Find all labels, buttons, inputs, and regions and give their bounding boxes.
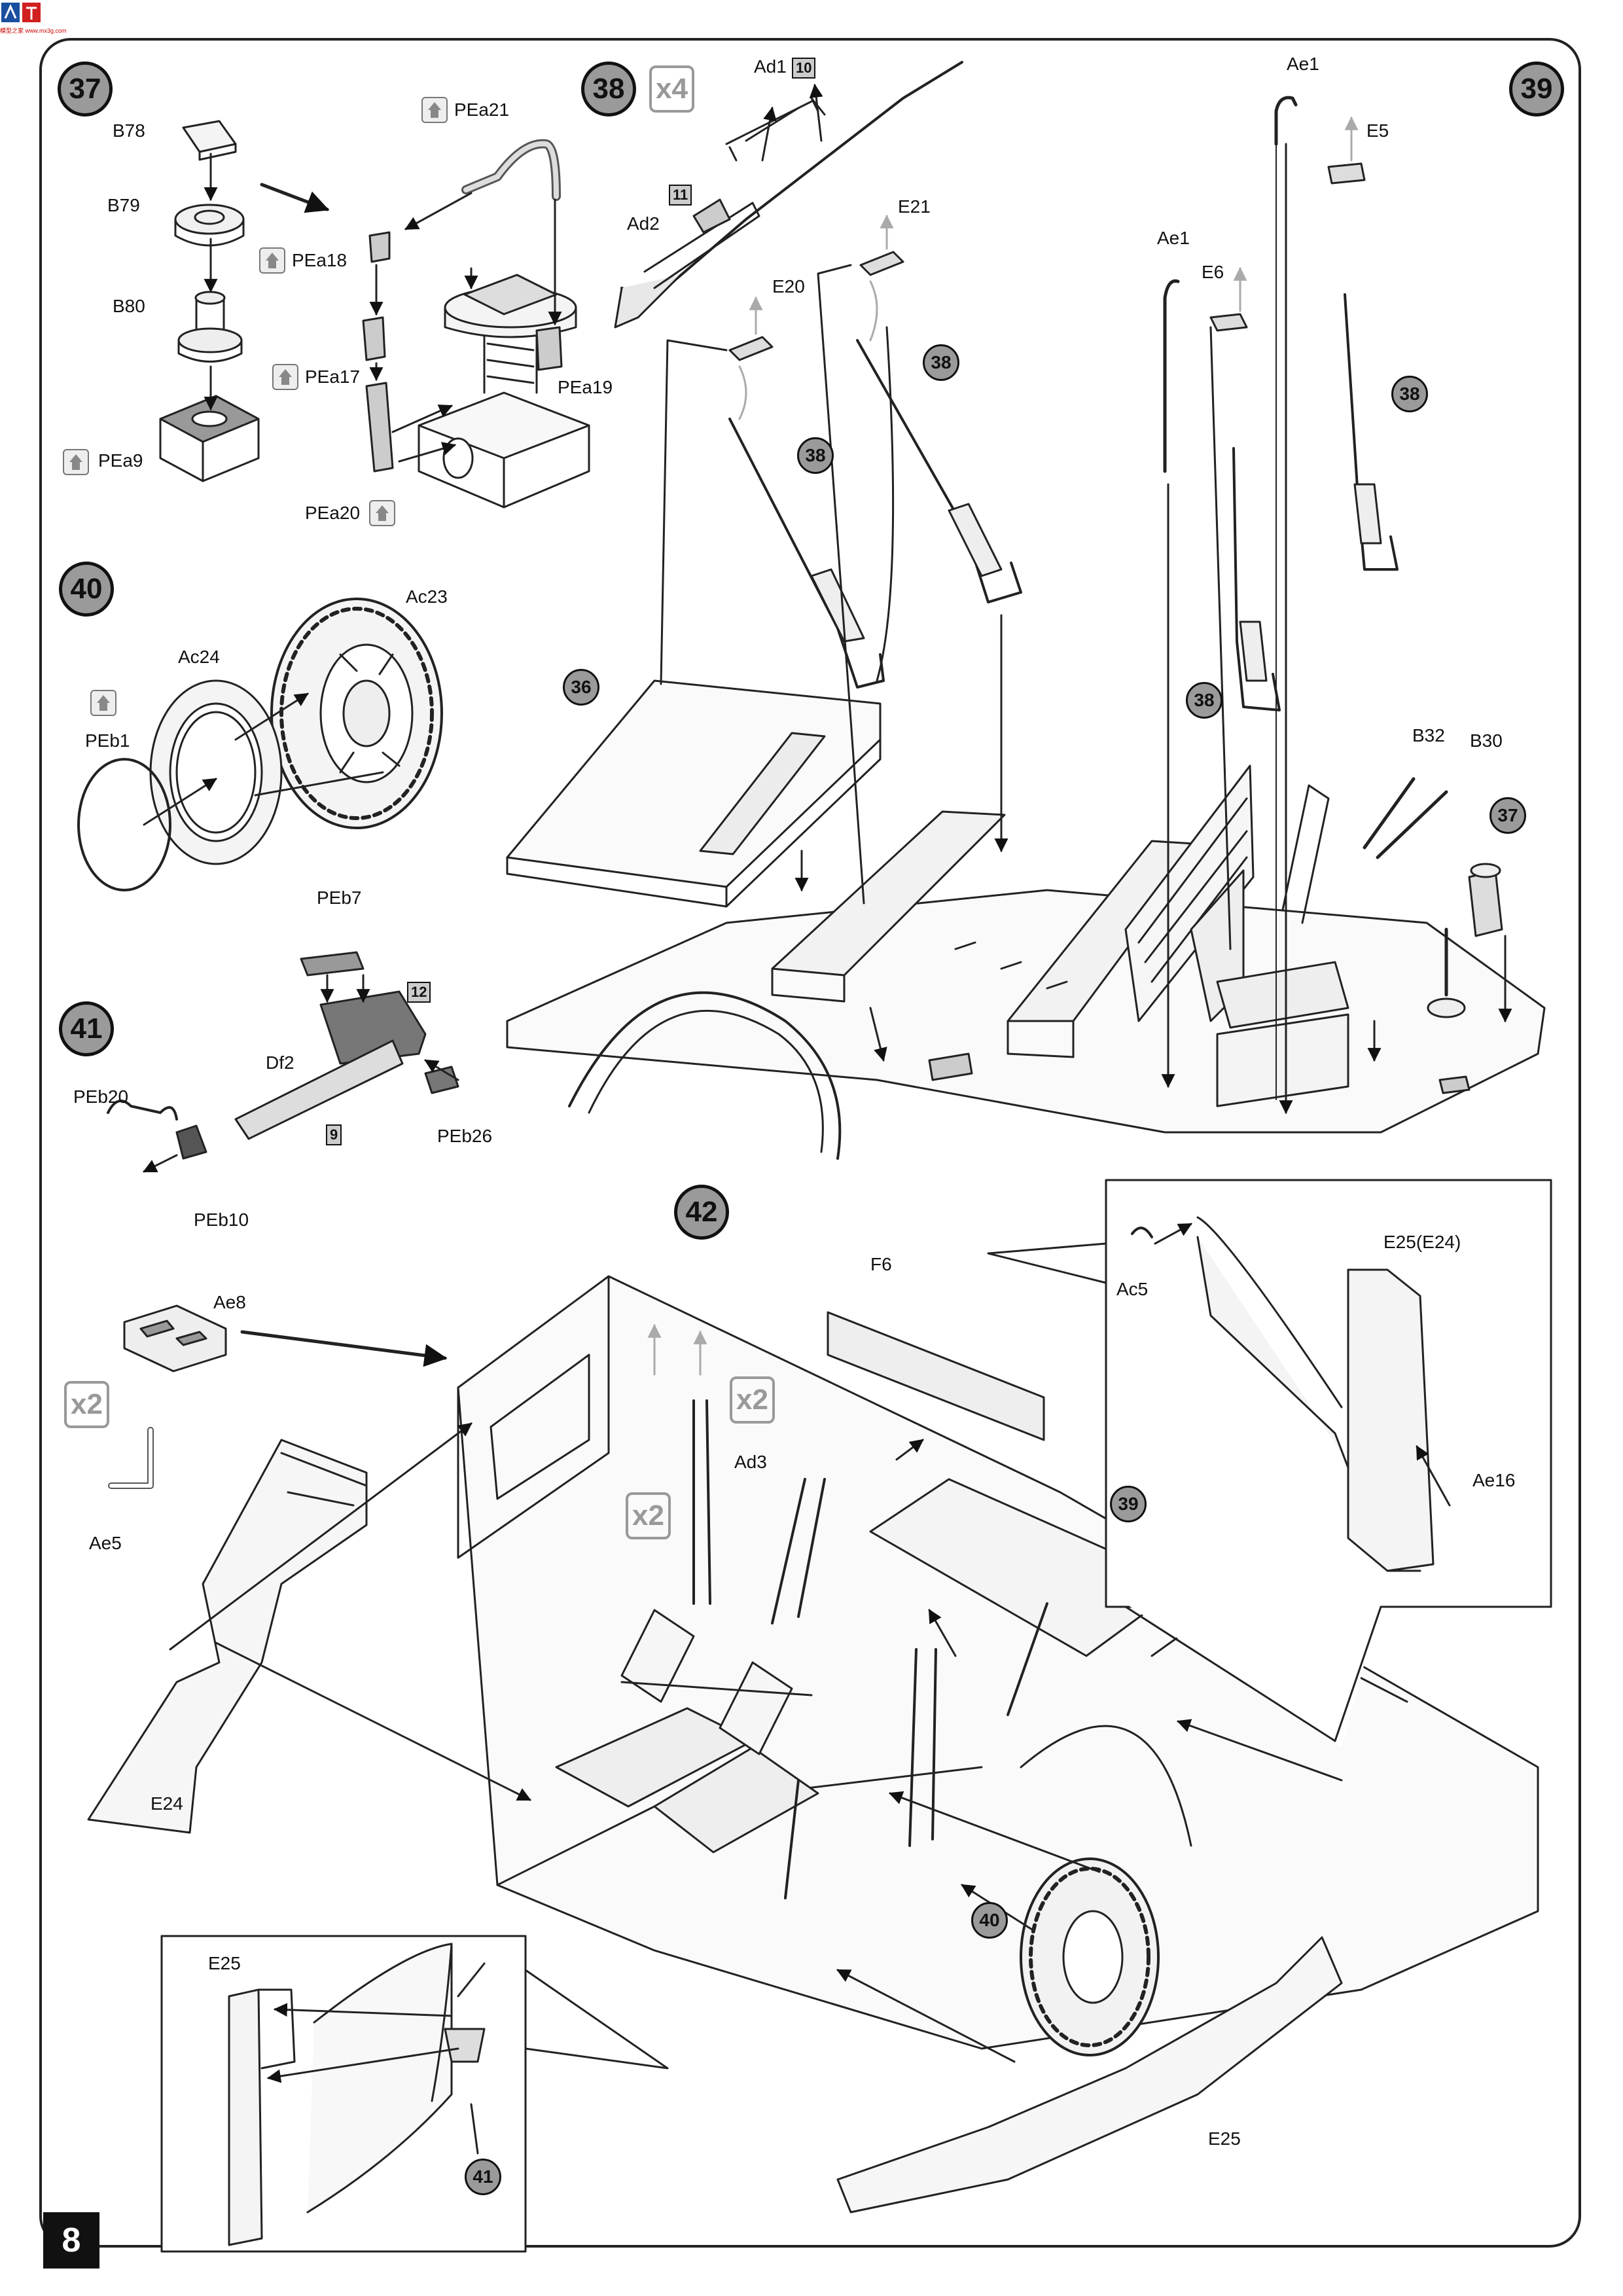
part-label-e5: E5 (1366, 120, 1389, 141)
ref-step-40: 40 (971, 1902, 1008, 1939)
part-label-ae1: Ae1 (1157, 228, 1190, 248)
part-label-pea21: PEa21 (454, 99, 510, 120)
ref-step-36: 36 (563, 669, 599, 706)
step41-tool-art (108, 952, 458, 1172)
part-label-peb10: PEb10 (194, 1210, 249, 1230)
page-number: 8 (43, 2212, 99, 2269)
part-label-ae5: Ae5 (89, 1533, 122, 1553)
part-label-ad1: Ad1 (754, 56, 787, 77)
part-label-e6: E6 (1202, 262, 1224, 282)
photo-etch-icon (63, 449, 89, 475)
step-39-badge: 39 (1509, 62, 1564, 117)
part-box-11: 11 (669, 185, 692, 206)
part-label-df2: Df2 (266, 1052, 294, 1073)
quantity-x4-badge: x4 (649, 65, 694, 113)
part-label-ae16: Ae16 (1472, 1470, 1516, 1490)
part-label-peb7: PEb7 (317, 888, 362, 908)
step-37-badge: 37 (58, 62, 113, 117)
part-label-pea19: PEa19 (558, 377, 613, 397)
part-label-b78: B78 (113, 120, 145, 141)
step40-wheel-art (79, 599, 442, 890)
part-box-9: 9 (326, 1124, 342, 1145)
quantity-x2-badge: x2 (64, 1381, 109, 1428)
part-label-ae1: Ae1 (1287, 54, 1319, 74)
logo-caption: 模型之家 www.mx3g.com (0, 27, 67, 34)
step37-art (160, 121, 589, 507)
part-label-f6: F6 (870, 1254, 892, 1274)
photo-etch-icon (369, 500, 395, 526)
photo-etch-icon (259, 247, 285, 274)
step-42-badge: 42 (674, 1185, 729, 1240)
ref-step-39: 39 (1110, 1486, 1147, 1522)
part-label-b32: B32 (1412, 725, 1445, 745)
ref-step-41: 41 (465, 2159, 501, 2195)
part-label-b30: B30 (1470, 730, 1503, 751)
part-label-ad2: Ad2 (627, 213, 660, 234)
part-label-e25-e24: E25(E24) (1383, 1232, 1461, 1252)
site-logo (1, 3, 41, 22)
part-box-12: 12 (407, 982, 431, 1003)
photo-etch-icon (272, 364, 298, 390)
ref-step-38: 38 (1391, 376, 1428, 412)
part-label-ac24: Ac24 (178, 647, 220, 667)
part-label-ad3: Ad3 (734, 1452, 767, 1472)
step-40-badge: 40 (59, 562, 114, 617)
ref-step-37: 37 (1489, 797, 1526, 834)
step38-rifle-art (615, 62, 962, 327)
part-label-pea18: PEa18 (292, 250, 348, 270)
part-box-10: 10 (792, 58, 816, 79)
ref-step-38: 38 (797, 437, 834, 474)
part-label-e25: E25 (1208, 2128, 1241, 2149)
part-label-e20: E20 (772, 276, 805, 296)
part-label-ac5: Ac5 (1116, 1279, 1149, 1299)
page-frame (39, 38, 1581, 2248)
ref-step-38: 38 (923, 344, 959, 381)
step42-art (88, 1180, 1551, 2251)
step-38-badge: 38 (581, 62, 636, 117)
quantity-x2-badge: x2 (730, 1376, 775, 1424)
ref-step-38: 38 (1186, 682, 1222, 719)
part-label-b79: B79 (107, 195, 140, 215)
quantity-x2-badge: x2 (626, 1492, 671, 1539)
part-label-peb26: PEb26 (437, 1126, 493, 1146)
photo-etch-icon (90, 690, 116, 716)
step39-chassis-art (507, 98, 1544, 1158)
part-label-ae8: Ae8 (213, 1292, 246, 1312)
part-label-e24: E24 (151, 1793, 183, 1814)
part-label-peb1: PEb1 (85, 730, 130, 751)
part-label-peb20: PEb20 (73, 1086, 129, 1107)
part-label-pea20: PEa20 (305, 503, 361, 523)
part-label-e25: E25 (208, 1953, 241, 1973)
part-label-pea9: PEa9 (98, 450, 143, 471)
part-label-pea17: PEa17 (305, 367, 361, 387)
part-label-ac23: Ac23 (406, 586, 448, 607)
part-label-e21: E21 (898, 196, 931, 217)
photo-etch-icon (421, 97, 448, 123)
part-label-b80: B80 (113, 296, 145, 316)
step-41-badge: 41 (59, 1001, 114, 1056)
